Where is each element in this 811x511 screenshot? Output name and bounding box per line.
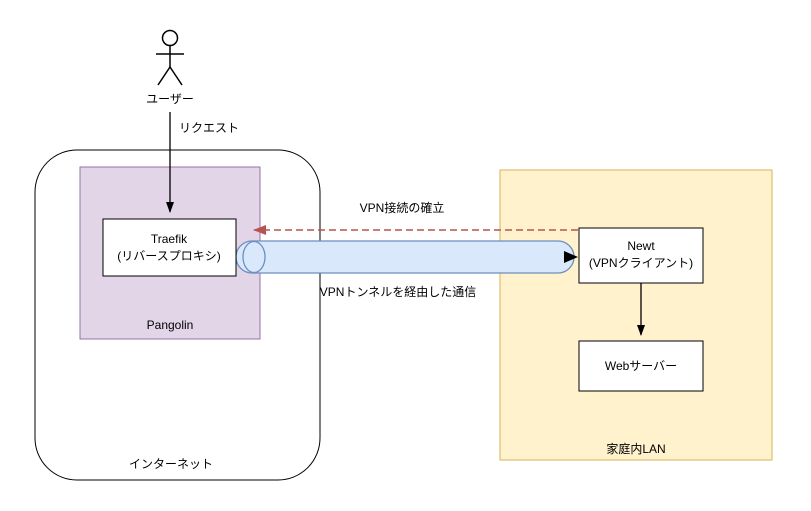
actor-user [156, 29, 184, 86]
traefik-node-title: Traefik [151, 232, 188, 246]
vpn-establish-label: VPN接続の確立 [360, 200, 445, 215]
vpn-tunnel-comm-label: VPNトンネルを経由した通信 [320, 285, 476, 299]
vpn-tunnel-end-ellipse [242, 240, 266, 274]
newt-node-title: Newt [627, 239, 655, 253]
newt-node: Newt (VPNクライアント) [578, 227, 704, 284]
newt-node-shape [578, 227, 704, 284]
traefik-node: Traefik (リバースプロキシ) [102, 218, 237, 277]
vpn-tunnel-shape [235, 240, 575, 274]
traefik-node-shape [102, 218, 237, 277]
actor-user-head-icon [161, 29, 179, 47]
internet-container-label: インターネット [129, 457, 213, 471]
actor-user-label: ユーザー [146, 92, 194, 106]
actor-user-leg-right-icon [169, 66, 183, 86]
webserver-node: Webサーバー [578, 340, 704, 392]
request-arrow-label: リクエスト [179, 121, 239, 135]
vpn-tunnel [235, 240, 575, 274]
actor-user-leg-left-icon [157, 66, 171, 86]
pangolin-group-label: Pangolin [147, 318, 194, 332]
lan-container-label: 家庭内LAN [606, 441, 665, 456]
traefik-node-subtitle: (リバースプロキシ) [117, 249, 220, 263]
lan-container-shape [499, 169, 773, 461]
webserver-node-label: Webサーバー [605, 359, 677, 373]
lan-container: 家庭内LAN [499, 169, 773, 461]
webserver-node-shape [578, 340, 704, 392]
newt-node-subtitle: (VPNクライアント) [589, 256, 693, 270]
tunnel-comm-arrowhead [564, 251, 578, 263]
